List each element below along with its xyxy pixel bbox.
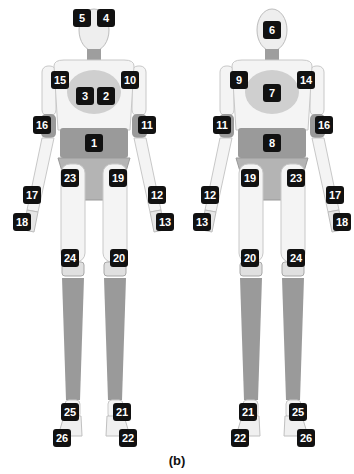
callout-number: 8 <box>263 134 281 152</box>
callout-number: 4 <box>97 9 115 27</box>
callout-number: 7 <box>263 84 281 102</box>
figure-caption: (b) <box>169 453 186 468</box>
callout-number: 24 <box>61 249 79 267</box>
callout-number: 17 <box>326 186 344 204</box>
callout-number: 18 <box>13 213 31 231</box>
callout-number: 26 <box>53 429 71 447</box>
callout-number: 23 <box>287 169 305 187</box>
callout-number: 20 <box>110 249 128 267</box>
callout-number: 17 <box>23 186 41 204</box>
back-figure <box>202 9 342 436</box>
callout-number: 12 <box>148 186 166 204</box>
callout-number: 14 <box>297 71 315 89</box>
callout-number: 22 <box>231 429 249 447</box>
callout-number: 21 <box>113 403 131 421</box>
callout-number: 12 <box>201 186 219 204</box>
callout-number: 10 <box>121 71 139 89</box>
callout-number: 2 <box>97 87 115 105</box>
callout-number: 15 <box>51 71 69 89</box>
callout-number: 1 <box>85 134 103 152</box>
callout-number: 26 <box>297 429 315 447</box>
front-figure <box>24 9 164 436</box>
callout-number: 18 <box>333 213 351 231</box>
callout-number: 9 <box>230 71 248 89</box>
callout-number: 21 <box>239 403 257 421</box>
callout-number: 13 <box>156 213 174 231</box>
callout-number: 25 <box>289 403 307 421</box>
callout-number: 13 <box>193 213 211 231</box>
callout-number: 3 <box>76 87 94 105</box>
callout-number: 6 <box>263 21 281 39</box>
callout-number: 19 <box>241 169 259 187</box>
callout-number: 11 <box>213 116 231 134</box>
callout-number: 23 <box>61 169 79 187</box>
callout-number: 19 <box>109 169 127 187</box>
callout-number: 22 <box>119 429 137 447</box>
callout-number: 20 <box>241 249 259 267</box>
callout-number: 25 <box>61 403 79 421</box>
callout-number: 24 <box>287 249 305 267</box>
callout-number: 5 <box>73 9 91 27</box>
callout-number: 16 <box>33 116 51 134</box>
callout-number: 11 <box>138 116 156 134</box>
callout-number: 16 <box>315 116 333 134</box>
